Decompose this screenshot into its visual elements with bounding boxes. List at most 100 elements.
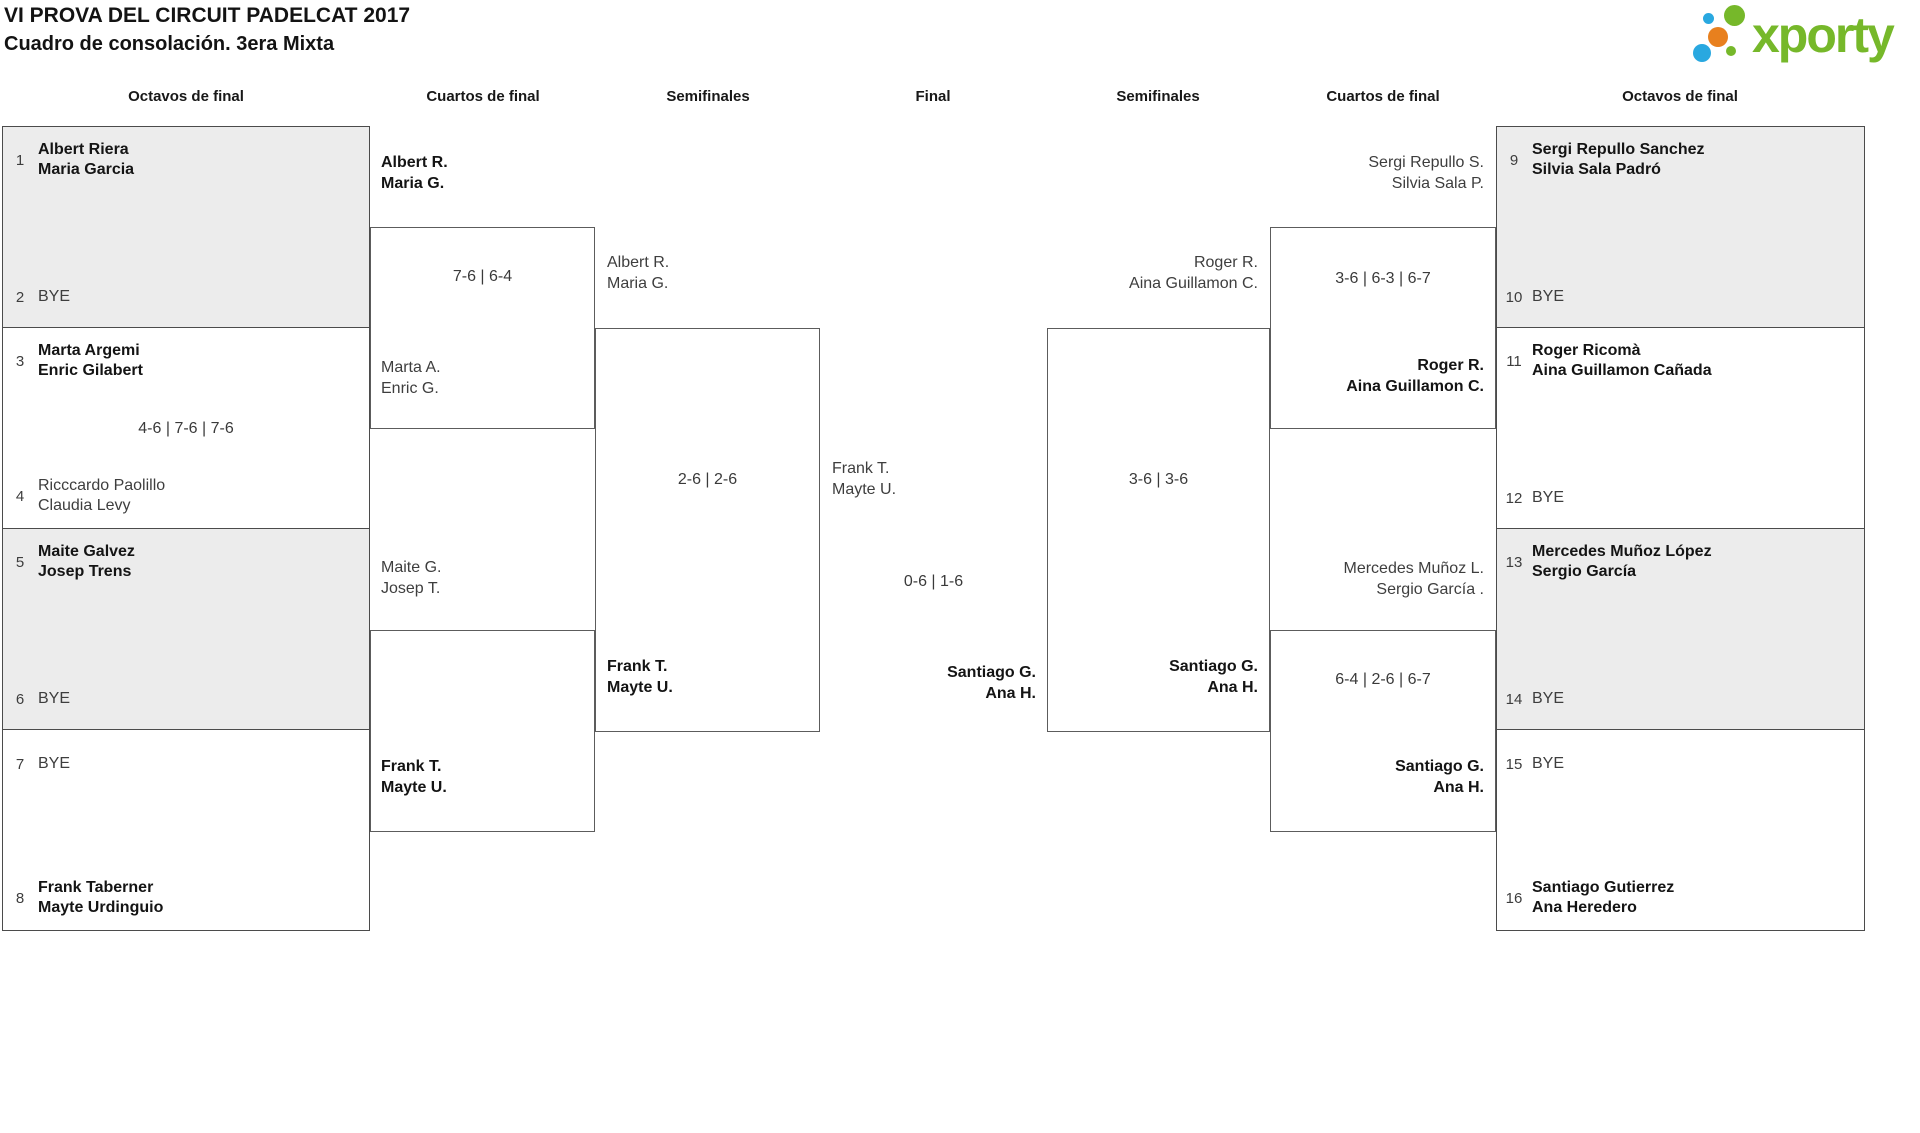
team-name-line: Marta A. <box>381 359 441 376</box>
qf-left-top-team2: Marta A. Enric G. <box>381 357 441 399</box>
team-name-line: Ana H. <box>1207 679 1258 696</box>
team-name-line: Ana H. <box>985 685 1036 702</box>
final-score: 0-6 | 1-6 <box>903 573 964 590</box>
team-name-line: Maite G. <box>381 559 442 576</box>
team-row-seed-8: 8 Frank Taberner Mayte Urdinguio <box>11 878 363 918</box>
team-name-line: Enric Gilabert <box>38 362 143 379</box>
qf-left-bottom-team1: Maite G. Josep T. <box>381 557 441 599</box>
logo-dot-icon <box>1708 27 1728 47</box>
r16-match-box-15-16: 15 BYE 16 Santiago Gutierrez Ana Hereder… <box>1496 729 1865 931</box>
team-name-line: BYE <box>1532 288 1565 305</box>
logo-dot-icon <box>1703 13 1714 24</box>
team-name-line: Santiago G. <box>1169 658 1258 675</box>
team-name-line: Maria G. <box>607 275 669 292</box>
team-names: Ricccardo Paolillo Claudia Levy <box>38 476 165 516</box>
seed-number: 2 <box>15 288 25 306</box>
team-name-line: Mayte Urdinguio <box>38 899 164 916</box>
team-name-line: Santiago G. <box>1395 758 1484 775</box>
team-name-line: Mercedes Muñoz L. <box>1343 560 1484 577</box>
r16-match-box-5-6: 5 Maite Galvez Josep Trens 6 BYE <box>2 528 370 730</box>
team-name-line: Albert Riera <box>38 141 129 158</box>
team-name-line: BYE <box>38 288 71 305</box>
seed-number: 3 <box>15 352 25 370</box>
team-name-line: Ana Heredero <box>1532 899 1637 916</box>
team-name-line: BYE <box>38 755 71 772</box>
team-name-line: Sergi Repullo Sanchez <box>1532 141 1705 158</box>
column-header-semis-right: Semifinales <box>1116 88 1200 105</box>
seed-number: 4 <box>15 487 25 505</box>
final-team1: Frank T. Mayte U. <box>832 458 896 500</box>
team-name-line: Mercedes Muñoz López <box>1532 543 1712 560</box>
team-names: Santiago Gutierrez Ana Heredero <box>1532 878 1674 918</box>
team-names: Mercedes Muñoz López Sergio García <box>1532 542 1712 582</box>
team-row-seed-5: 5 Maite Galvez Josep Trens <box>11 542 363 582</box>
sf-right-score: 3-6 | 3-6 <box>1128 471 1189 488</box>
team-name-line: Josep Trens <box>38 563 132 580</box>
team-names: Sergi Repullo Sanchez Silvia Sala Padró <box>1532 140 1704 180</box>
qf-right-top-box <box>1270 227 1496 429</box>
team-name-line: Ricccardo Paolillo <box>38 477 166 494</box>
team-name-line: Sergio García . <box>1376 581 1484 598</box>
qf-right-top-team1: Sergi Repullo S. Silvia Sala P. <box>1368 152 1484 194</box>
seed-number: 1 <box>15 151 25 169</box>
seed-number: 10 <box>1505 288 1523 306</box>
r16-match-box-1-2: 1 Albert Riera Maria Garcia 2 BYE <box>2 126 370 328</box>
team-name-line: Santiago G. <box>947 664 1036 681</box>
column-header-final: Final <box>915 88 951 105</box>
team-row-seed-4: 4 Ricccardo Paolillo Claudia Levy <box>11 476 363 516</box>
qf-left-bottom-box <box>370 630 595 832</box>
seed-number: 14 <box>1505 690 1523 708</box>
seed-number: 7 <box>15 755 25 773</box>
xporty-logo[interactable]: xporty <box>1678 4 1914 68</box>
seed-number: 6 <box>15 690 25 708</box>
qf-left-top-score: 7-6 | 6-4 <box>452 268 513 285</box>
team-names: BYE <box>1532 754 1564 774</box>
sf-right-team1: Roger R. Aina Guillamon C. <box>1129 252 1258 294</box>
qf-right-bottom-team2: Santiago G. Ana H. <box>1395 756 1484 798</box>
r16-match-box-9-10: 9 Sergi Repullo Sanchez Silvia Sala Padr… <box>1496 126 1865 328</box>
team-name-line: Roger Ricomà <box>1532 342 1641 359</box>
logo-dot-icon <box>1693 44 1711 62</box>
team-name-line: BYE <box>1532 755 1565 772</box>
qf-right-top-team2: Roger R. Aina Guillamon C. <box>1346 355 1484 397</box>
page-title: VI PROVA DEL CIRCUIT PADELCAT 2017 <box>4 4 411 27</box>
team-row-seed-7: 7 BYE <box>11 754 363 774</box>
qf-right-bottom-score: 6-4 | 2-6 | 6-7 <box>1335 671 1431 688</box>
team-name-line: Sergi Repullo S. <box>1368 154 1484 171</box>
sf-left-team1: Albert R. Maria G. <box>607 252 669 294</box>
team-name-line: Claudia Levy <box>38 497 131 514</box>
seed-number: 11 <box>1506 352 1522 370</box>
team-name-line: Mayte U. <box>832 481 897 498</box>
qf-left-top-team1: Albert R. Maria G. <box>381 152 448 194</box>
team-name-line: Enric G. <box>381 380 439 397</box>
seed-number: 13 <box>1505 553 1523 571</box>
logo-dot-icon <box>1726 46 1736 56</box>
team-name-line: Ana H. <box>1433 779 1484 796</box>
team-name-line: Roger R. <box>1417 357 1484 374</box>
r16-match-box-13-14: 13 Mercedes Muñoz López Sergio García 14… <box>1496 528 1865 730</box>
team-row-seed-1: 1 Albert Riera Maria Garcia <box>11 140 363 180</box>
team-name-line: Albert R. <box>381 154 448 171</box>
team-name-line: Maria G. <box>381 175 445 192</box>
team-row-seed-15: 15 BYE <box>1505 754 1858 774</box>
team-name-line: BYE <box>1532 489 1565 506</box>
team-names: BYE <box>1532 488 1564 508</box>
team-row-seed-16: 16 Santiago Gutierrez Ana Heredero <box>1505 878 1858 918</box>
team-name-line: Josep T. <box>381 580 441 597</box>
sf-left-score: 2-6 | 2-6 <box>677 471 738 488</box>
team-name-line: Mayte U. <box>381 779 447 796</box>
seed-number: 16 <box>1505 889 1523 907</box>
team-names: Maite Galvez Josep Trens <box>38 542 135 582</box>
team-name-line: BYE <box>38 690 71 707</box>
team-row-seed-12: 12 BYE <box>1505 488 1858 508</box>
team-row-seed-10: 10 BYE <box>1505 287 1858 307</box>
team-name-line: Aina Guillamon C. <box>1129 275 1258 292</box>
r16-match-box-3-4: 3 Marta Argemi Enric Gilabert 4-6 | 7-6 … <box>2 327 370 529</box>
team-name-line: Mayte U. <box>607 679 673 696</box>
team-row-seed-3: 3 Marta Argemi Enric Gilabert <box>11 341 363 381</box>
team-name-line: Frank T. <box>607 658 668 675</box>
qf-left-top-box <box>370 227 595 429</box>
column-header-cuartos-right: Cuartos de final <box>1326 88 1440 105</box>
sf-right-box <box>1047 328 1270 732</box>
r16-match-box-7-8: 7 BYE 8 Frank Taberner Mayte Urdinguio <box>2 729 370 931</box>
